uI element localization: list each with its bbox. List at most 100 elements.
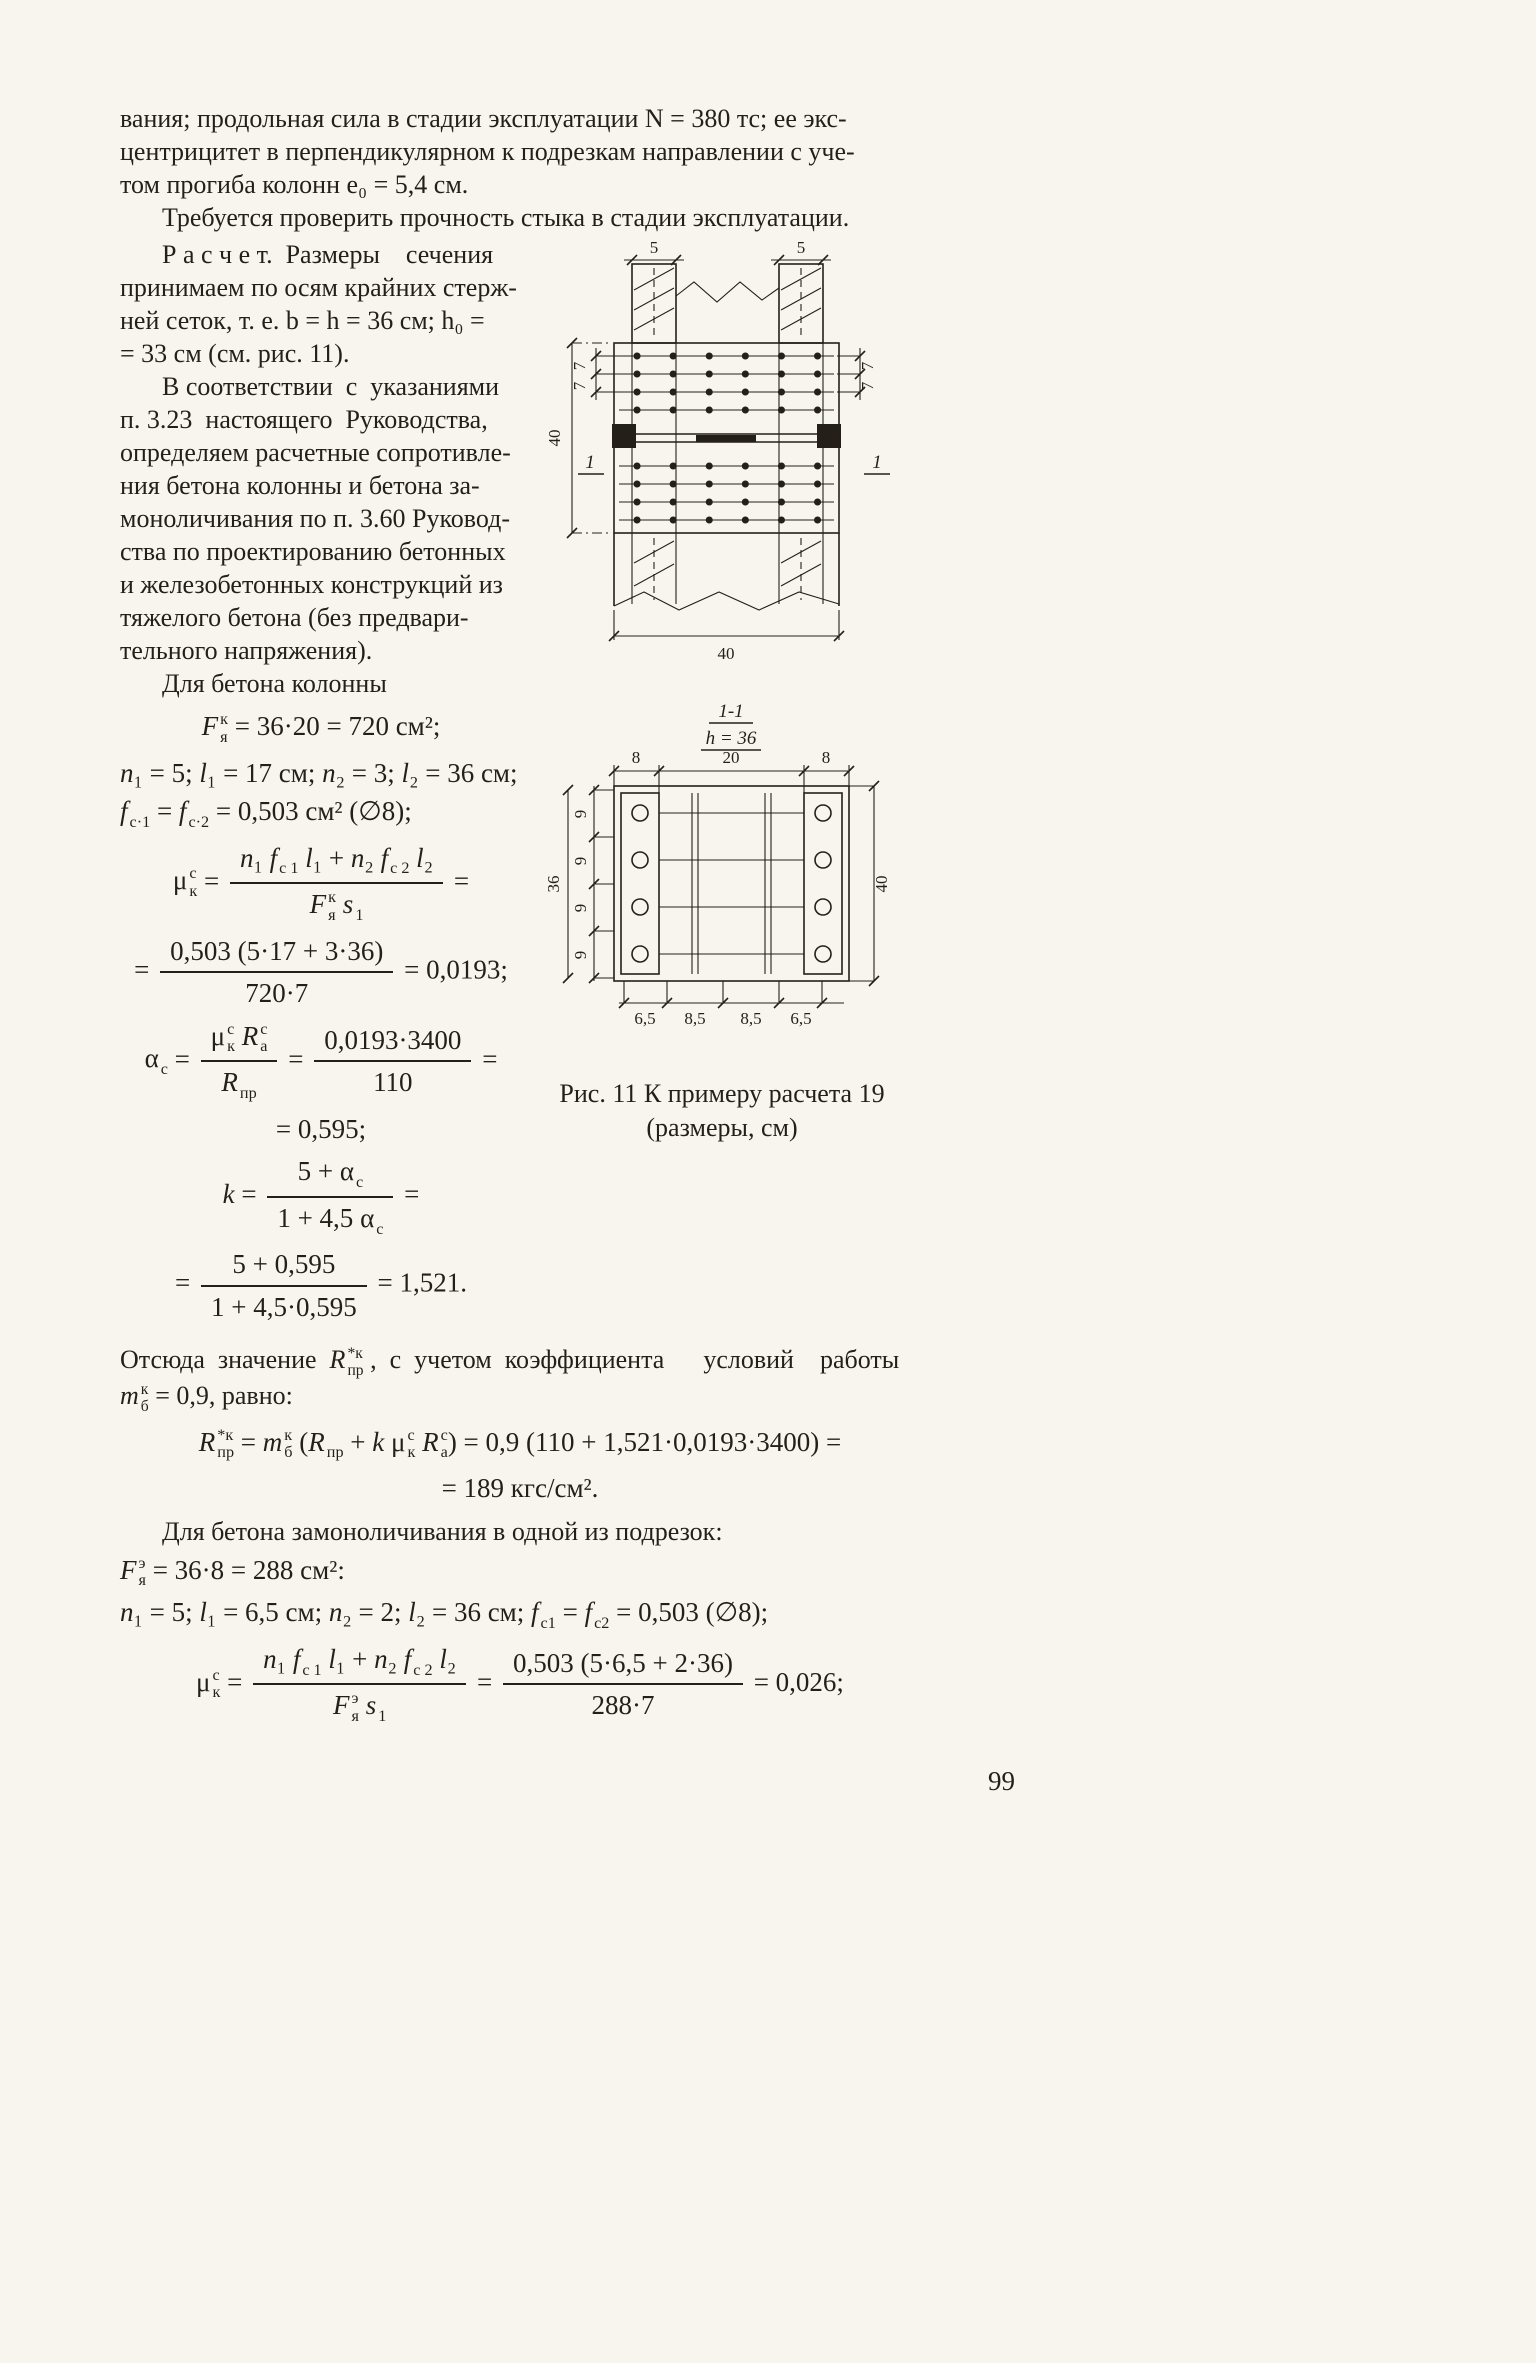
text-run: 0,503 (5·17 + 3·36) <box>170 935 384 966</box>
break-lines <box>613 281 840 611</box>
centerlines <box>653 268 802 600</box>
math-var: s 1 <box>342 889 364 925</box>
text-run: k <box>222 1179 235 1210</box>
section-title: 1-1 <box>718 701 743 722</box>
figure-column: 5 5 7 7 7 7 40 40 1 1 1-1 <box>524 238 920 1333</box>
dim-label-40: 40 <box>872 876 891 893</box>
dim-label-6-5: 6,5 <box>790 1009 811 1028</box>
text-line: определяем расчетные сопротивле- <box>120 438 511 467</box>
fraction-numerator: 0,0193·3400 <box>314 1024 472 1063</box>
text-line: В соответствии с указаниями <box>162 372 500 401</box>
text-run: = <box>167 1043 197 1074</box>
text-run: l <box>439 1643 447 1674</box>
fraction: 0,0193·3400 110 <box>310 1024 475 1099</box>
fraction-denominator: 1 + 4,5·0,595 <box>201 1287 367 1323</box>
text-run: k <box>372 1426 385 1457</box>
formula-k-definition: k = 5 + α с 1 + 4,5 α с = <box>120 1155 522 1238</box>
text-run: n <box>374 1643 388 1674</box>
math-var: α с <box>339 1156 364 1192</box>
text-run: ₁ = 17 см; <box>206 757 323 788</box>
text-run: ₂ <box>446 1643 457 1674</box>
text-run: = 0,503 см² (∅8); <box>209 796 412 826</box>
joint-seam <box>612 424 841 448</box>
rebar-circles <box>631 804 832 963</box>
text-run: l <box>305 842 313 873</box>
text-run: = <box>475 1043 498 1074</box>
section-mark-left: 1 <box>585 452 595 473</box>
text-run: 5 + 0,595 <box>232 1249 336 1280</box>
fraction: 0,503 (5·17 + 3·36) 720·7 <box>156 935 397 1010</box>
text-run: + <box>343 1426 373 1457</box>
intro-paragraph: вания; продольная сила в стадии эксплуат… <box>120 102 920 234</box>
math-var: f с 1 <box>292 1643 322 1679</box>
text-run: n <box>328 1597 343 1628</box>
text-line: и железобетонных конструкций из <box>120 570 503 599</box>
text-run: = <box>447 865 470 896</box>
text-line: ней сеток, т. е. b = h = 36 см; h₀ = <box>120 306 485 335</box>
page-content: вания; продольная сила в стадии эксплуат… <box>120 102 1015 1796</box>
text-run: 288·7 <box>591 1690 655 1721</box>
text-run: ₂ <box>423 842 434 873</box>
text-run: ₂ = 2; <box>342 1597 409 1628</box>
text-run: n <box>120 757 134 788</box>
hatching <box>633 267 822 587</box>
fraction-denominator: 288·7 <box>503 1685 743 1721</box>
text-run: ₁ <box>253 842 270 873</box>
text-line: Р а с ч е т. Размеры сечения <box>162 240 494 269</box>
text-run: 0,0193·3400 <box>324 1024 462 1055</box>
math-var: f с2 <box>584 1597 610 1632</box>
fraction-numerator: 5 + α с <box>267 1155 394 1198</box>
formula-joint-bars: n₁ = 5; l₁ = 6,5 см; n₂ = 2; l₂ = 36 см;… <box>120 1596 920 1633</box>
text-line: том прогиба колонн е₀ = 5,4 см. <box>120 170 469 199</box>
text-run: ₂ <box>364 842 381 873</box>
dim-label-7: 7 <box>570 381 589 390</box>
text-run: Отсюда значение <box>120 1345 330 1375</box>
text-line: п. 3.23 настоящего Руководства, <box>120 405 488 434</box>
text-run: ₁ = 6,5 см; <box>206 1597 329 1628</box>
text-run: = <box>397 1179 420 1210</box>
formula-alpha-result: = 0,595; <box>120 1113 522 1145</box>
fraction-numerator: 0,503 (5·17 + 3·36) <box>160 935 394 974</box>
math-var: s 1 <box>365 1690 387 1726</box>
text-run: ₂ = 3; <box>335 757 402 788</box>
text-run: ₁ + <box>335 1643 375 1674</box>
text-run: 110 <box>373 1067 413 1098</box>
text-run: n <box>239 842 254 873</box>
section-titles: 1-1 h = 36 <box>701 701 761 751</box>
text-run: 5 + <box>297 1156 340 1187</box>
dim-label-9: 9 <box>571 857 590 866</box>
text-run: = 1,521. <box>370 1268 467 1299</box>
text-run: 1 + 4,5 <box>277 1202 361 1233</box>
text-run: n <box>322 757 336 788</box>
math-var: R пр <box>308 1426 344 1462</box>
math-var: f с·2 <box>178 796 210 831</box>
math-var: α с <box>144 1043 168 1079</box>
dim-label-6-5: 6,5 <box>634 1009 655 1028</box>
fraction-denominator: 720·7 <box>160 973 393 1009</box>
section-height-label: h = 36 <box>706 728 757 749</box>
text-run: ₁ = 5; <box>133 1597 200 1628</box>
text-run: 0,503 (5·6,5 + 2·36) <box>513 1648 733 1678</box>
dim-label-7: 7 <box>858 381 877 390</box>
formula-bar-counts: n₁ = 5; l₁ = 17 см; n₂ = 3; l₂ = 36 см; <box>120 757 522 789</box>
left-text-column: Р а с ч е т. Размеры сечения принимаем п… <box>120 238 522 1333</box>
math-var: R пр <box>221 1067 257 1103</box>
text-line: моноличивания по п. 3.60 Руковод- <box>120 504 510 533</box>
dim-label-40-bottom: 40 <box>718 644 735 663</box>
text-line: тяжелого бетона (без предвари- <box>120 603 469 632</box>
text-run: = 36·20 = 720 см²; <box>228 711 441 741</box>
text-run: n <box>263 1643 277 1674</box>
text-run: ₂ = 36 см; <box>409 757 518 788</box>
text-run: = <box>234 1179 264 1210</box>
text-line: Требуется проверить прочность стыка в ст… <box>162 203 850 232</box>
